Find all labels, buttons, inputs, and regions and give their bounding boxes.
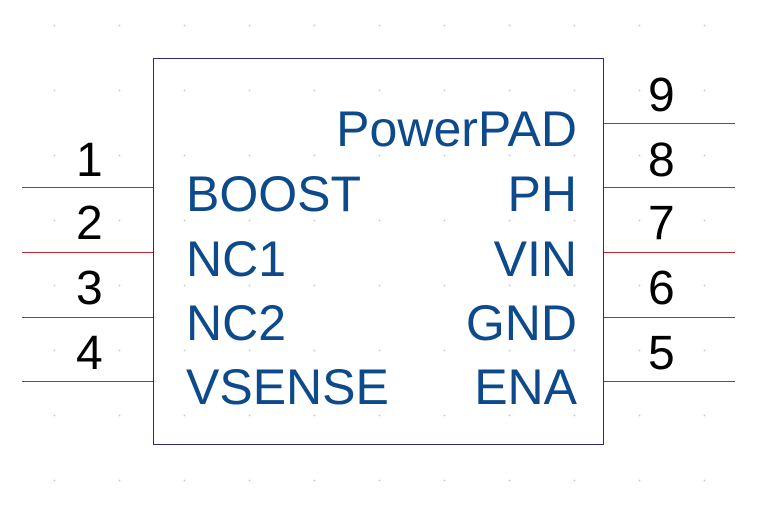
pin-number-7: 7 (648, 197, 675, 250)
pin-number-4: 4 (76, 327, 103, 380)
pin-line-3 (22, 317, 153, 318)
pin-number-3: 3 (76, 262, 103, 315)
pin-line-9 (604, 123, 735, 124)
pin-line-2 (22, 252, 153, 253)
pin-label-nc2: NC2 (186, 295, 287, 351)
pin-number-2: 2 (76, 197, 103, 250)
pin-label-gnd: GND (465, 295, 577, 351)
pin-line-1 (22, 187, 153, 188)
pin-line-7 (604, 252, 735, 253)
powerpad-label: PowerPAD (336, 101, 577, 157)
pin-line-5 (604, 381, 735, 382)
pin-number-9: 9 (648, 69, 675, 122)
pin-label-ph: PH (507, 166, 577, 222)
pin-label-boost: BOOST (186, 166, 362, 222)
pin-line-4 (22, 381, 153, 382)
pin-line-6 (604, 317, 735, 318)
pin-number-1: 1 (76, 134, 103, 187)
component-body[interactable] (153, 58, 604, 445)
pin-number-5: 5 (648, 327, 675, 380)
pin-label-nc1: NC1 (186, 231, 287, 287)
pin-label-vsense: VSENSE (186, 359, 389, 415)
pin-label-ena: ENA (474, 359, 577, 415)
pin-line-8 (604, 187, 735, 188)
pin-number-6: 6 (648, 262, 675, 315)
pin-number-8: 8 (648, 134, 675, 187)
pin-label-vin: VIN (493, 231, 577, 287)
